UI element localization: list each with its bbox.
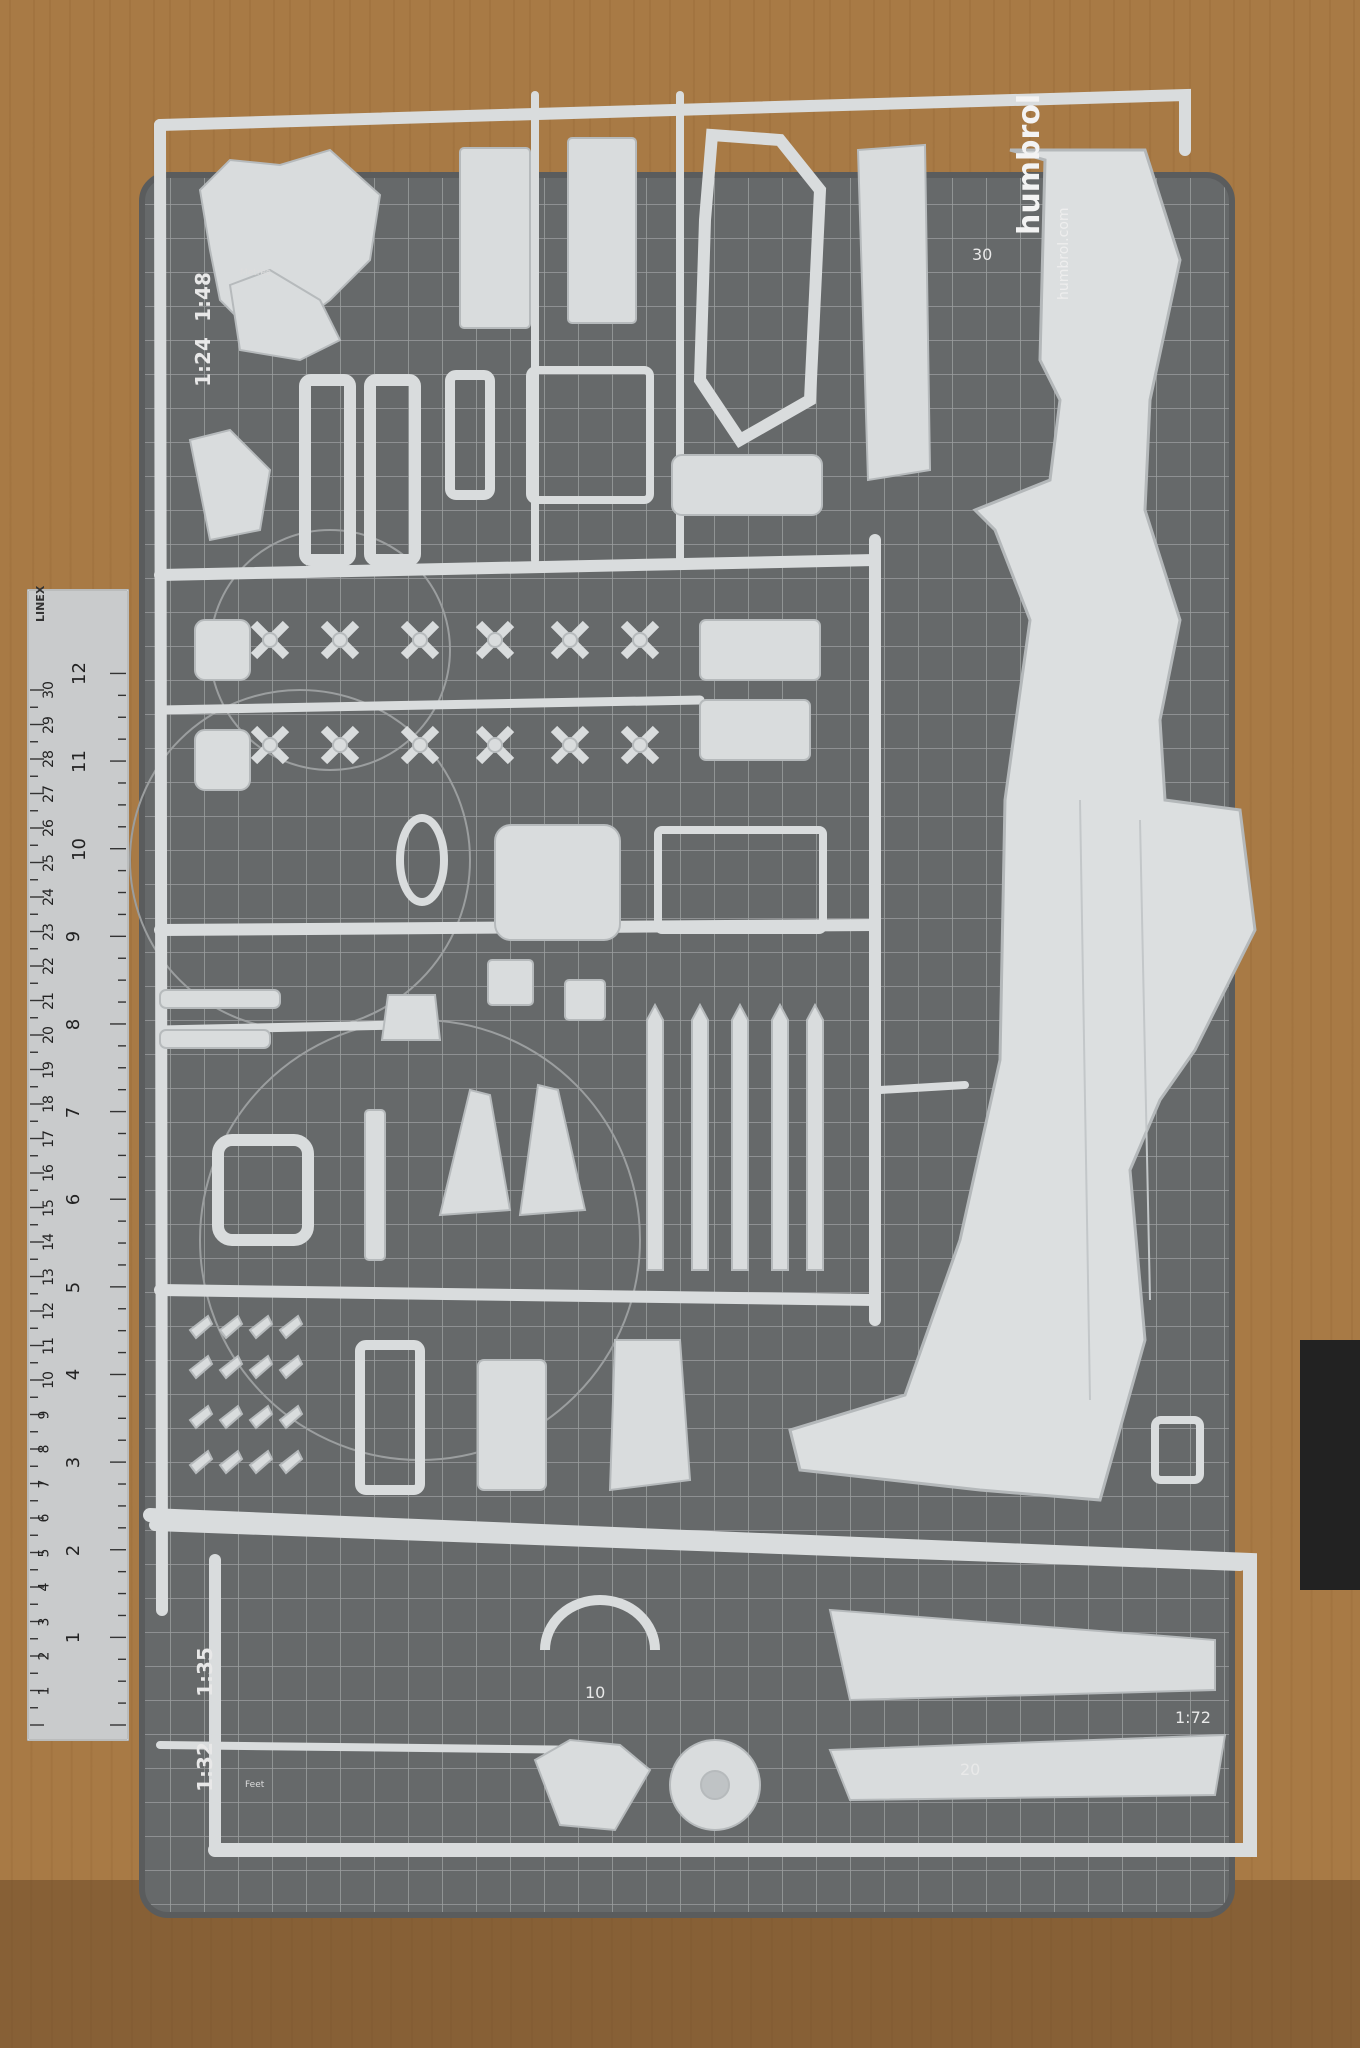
missile-parts: [646, 1002, 824, 1271]
ruler-inch-label: 4: [63, 1369, 85, 1381]
cross-part: [250, 725, 290, 765]
ruler-cm-label: 4: [36, 1582, 53, 1592]
ruler-cm-label: 2: [36, 1651, 53, 1661]
ruler-inch-label: 7: [63, 1106, 85, 1118]
ruler-inch-label: 3: [63, 1456, 85, 1469]
ruler-cm-label: 30: [40, 681, 57, 699]
fitting-part: [248, 1314, 274, 1340]
ruler-cm-label: 20: [40, 1026, 57, 1044]
fitting-part: [278, 1404, 304, 1430]
prop-hub-parts: [250, 620, 660, 765]
fuselage-half: [788, 148, 1257, 1502]
cross-part: [550, 725, 590, 765]
dark-strip-right: [1300, 1340, 1360, 1590]
mat-mark-30: 30: [972, 245, 993, 264]
ruler-cm-label: 7: [36, 1479, 53, 1488]
ruler-cm-label: 16: [40, 1164, 57, 1182]
ruler-cm-label: 23: [40, 922, 57, 941]
ruler-inch-label: 6: [63, 1193, 85, 1206]
fitting-part: [188, 1314, 214, 1340]
fitting-part: [248, 1404, 274, 1430]
ruler-inch-label: 5: [63, 1281, 85, 1294]
fitting-part: [248, 1354, 274, 1380]
cross-part: [250, 620, 290, 660]
cross-part: [475, 725, 515, 765]
ruler-inch-label: 10: [68, 837, 90, 861]
ruler-inch-label: 1: [63, 1632, 85, 1644]
ruler-ticks: [30, 672, 126, 1726]
ruler-inch-label: 11: [68, 750, 90, 774]
ruler-cm-label: 3: [36, 1617, 53, 1626]
fitting-part: [218, 1449, 244, 1475]
ruler-cm-label: 11: [40, 1336, 57, 1355]
cross-part: [400, 725, 440, 765]
steel-ruler: [27, 589, 129, 1741]
mat-mark-1-72: 1:72: [1175, 1708, 1211, 1727]
ruler-brand: LINEX: [34, 585, 47, 622]
fitting-part: [188, 1449, 214, 1475]
fitting-part: [188, 1404, 214, 1430]
fitting-part: [248, 1449, 274, 1475]
missile-part: [731, 1002, 749, 1271]
ruler-cm-label: 13: [40, 1267, 57, 1286]
ruler-cm-label: 29: [40, 715, 57, 734]
ruler-cm-label: 18: [40, 1095, 57, 1113]
mat-scale-1-32: 1:32: [192, 1742, 217, 1792]
mat-mark-20: 20: [960, 1760, 981, 1779]
cross-part: [620, 620, 660, 660]
ruler-cm-label: 9: [36, 1410, 53, 1419]
ruler-cm-label: 25: [40, 853, 57, 872]
fitting-part: [278, 1314, 304, 1340]
mat-brand-url: humbrol.com: [1056, 207, 1072, 300]
ruler-cm-label: 17: [40, 1129, 57, 1148]
fitting-part: [218, 1354, 244, 1380]
mat-scale-1-48: 1:48: [190, 272, 215, 322]
ruler-cm-label: 22: [40, 957, 57, 975]
ruler-cm-label: 10: [40, 1371, 57, 1389]
ruler-cm-label: 12: [40, 1302, 57, 1320]
cross-part: [620, 725, 660, 765]
cross-part: [320, 725, 360, 765]
cross-part: [320, 620, 360, 660]
ruler-inch-label: 12: [68, 662, 90, 686]
ruler-cm-label: 15: [40, 1198, 57, 1217]
fitting-part: [278, 1354, 304, 1380]
ruler-cm-label: 24: [40, 888, 57, 906]
ruler-inch-label: 2: [63, 1544, 85, 1556]
mat-scale-1-35: 1:35: [192, 1647, 217, 1697]
ruler-cm-label: 26: [40, 819, 57, 837]
ruler-cm-label: 14: [40, 1233, 57, 1251]
fitting-part: [218, 1314, 244, 1340]
fitting-part: [188, 1354, 214, 1380]
fitting-part: [218, 1404, 244, 1430]
ruler-inch-label: 9: [63, 931, 85, 943]
cross-part: [550, 620, 590, 660]
missile-part: [806, 1002, 824, 1271]
ruler-cm-label: 28: [40, 750, 57, 768]
missile-part: [646, 1002, 664, 1271]
model-parts: [159, 128, 1257, 1832]
ruler-cm-label: 19: [40, 1060, 57, 1079]
fitting-part: [278, 1449, 304, 1475]
ruler-cm-label: 1: [36, 1686, 53, 1695]
small-fittings: [188, 1314, 304, 1475]
mat-unit-feet: Feet: [245, 1780, 265, 1790]
cross-part: [400, 620, 440, 660]
ruler-cm-label: 6: [36, 1513, 53, 1523]
ruler-cm-label: 21: [40, 991, 57, 1010]
mat-unit-metres: Metres: [240, 268, 271, 278]
ruler-inch-label: 8: [63, 1018, 85, 1031]
missile-part: [691, 1002, 709, 1271]
ruler-cm-label: 8: [36, 1444, 53, 1454]
ruler-cm-label: 27: [40, 784, 57, 803]
ruler-cm-label: 5: [36, 1548, 53, 1557]
mat-brand-logo: humbrol: [1012, 93, 1047, 235]
cross-part: [475, 620, 515, 660]
mat-scale-1-24: 1:24: [190, 337, 215, 387]
mat-mark-10: 10: [585, 1683, 606, 1702]
missile-part: [771, 1002, 789, 1271]
